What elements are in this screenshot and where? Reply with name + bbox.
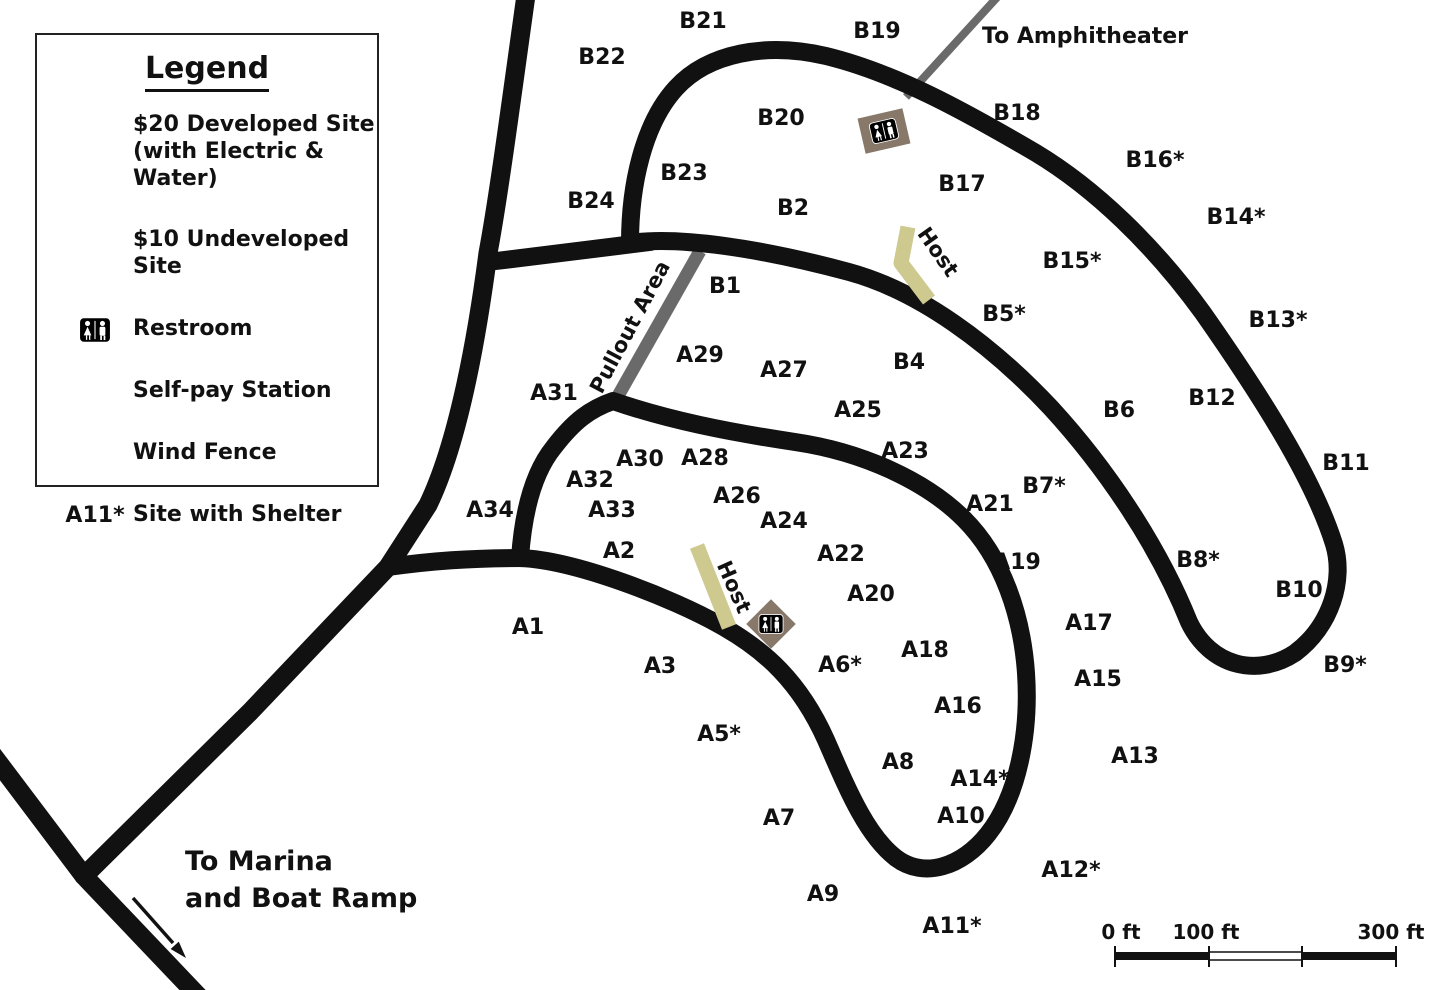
site-label-a12: A12*: [1041, 858, 1101, 883]
legend-item-label: $10 Undeveloped Site: [133, 227, 350, 280]
site-label-a25: A25: [834, 398, 882, 423]
site-label-a6: A6*: [818, 653, 862, 678]
legend-items: $20 Developed Site (with Electric & Wate…: [37, 112, 377, 528]
site-label-b21: B21: [679, 9, 727, 34]
site-label-a27: A27: [760, 358, 808, 383]
site-label-b12: B12: [1188, 386, 1236, 411]
a-loop-road: [511, 392, 1036, 878]
site-label-b10: B10: [1275, 578, 1323, 603]
site-label-b4: B4: [892, 350, 926, 375]
site-label-a34: A34: [466, 498, 514, 523]
site-label-a32: A32: [566, 468, 614, 493]
marina-arrow: [131, 896, 186, 958]
site-label-a19: A19: [993, 550, 1041, 575]
site-label-b14: B14*: [1206, 205, 1266, 230]
site-label-a15: A15: [1074, 667, 1122, 692]
marina-road: [0, 748, 206, 990]
site-label-b18: B18: [993, 101, 1041, 126]
site-label-b2: B2: [776, 196, 810, 221]
scale-label-100ft: 100 ft: [1172, 920, 1240, 944]
site-label-a5: A5*: [697, 722, 741, 747]
amphitheater-label: To Amphitheater: [982, 24, 1188, 49]
legend-item-label: Wind Fence: [133, 439, 277, 465]
site-label-a29: A29: [676, 343, 724, 368]
scale-label-300ft: 300 ft: [1357, 920, 1425, 944]
site-label-a31: A31: [530, 381, 578, 406]
site-label-a2: A2: [602, 539, 636, 564]
site-label-b13: B13*: [1248, 308, 1308, 333]
site-label-a10: A10: [937, 804, 985, 829]
site-label-a21: A21: [966, 492, 1014, 517]
b-loop-road: [621, 41, 1347, 675]
site-label-b22: B22: [578, 45, 626, 70]
legend-title: Legend: [37, 51, 377, 92]
site-label-b19: B19: [853, 19, 901, 44]
site-label-b5: B5*: [982, 302, 1026, 327]
site-label-a13: A13: [1111, 744, 1159, 769]
entrance-road: [74, 0, 535, 886]
host-site-b: [893, 225, 935, 305]
site-label-a14: A14*: [950, 767, 1010, 792]
site-label-b7: B7*: [1022, 474, 1066, 499]
legend-row: $20 Developed Site (with Electric & Wate…: [37, 112, 377, 192]
pullout-road: [608, 247, 706, 407]
amphitheater-trail: [903, 0, 1001, 100]
site-label-a33: A33: [588, 498, 636, 523]
legend-row: Wind Fence: [37, 440, 377, 467]
scale-label-0ft: 0 ft: [1101, 920, 1141, 944]
legend-item-label: $20 Developed Site (with Electric & Wate…: [133, 112, 375, 191]
legend-item-label: Self-pay Station: [133, 377, 332, 403]
site-label-a7: A7: [762, 806, 796, 831]
legend-row: A11* Site with Shelter: [37, 502, 377, 529]
site-label-a11: A11*: [922, 914, 982, 939]
scale-bar: [1114, 946, 1397, 967]
site-label-a20: A20: [847, 582, 895, 607]
site-label-b17: B17: [938, 172, 986, 197]
site-label-b6: B6: [1102, 398, 1136, 423]
legend-row: Restroom: [37, 316, 377, 343]
legend-row: Self-pay Station: [37, 378, 377, 405]
site-label-b15: B15*: [1042, 249, 1102, 274]
site-label-b1: B1: [708, 274, 742, 299]
site-label-a18: A18: [901, 638, 949, 663]
site-label-b8: B8*: [1176, 548, 1220, 573]
restroom-marker-b: [857, 108, 911, 154]
site-label-a3: A3: [643, 654, 677, 679]
site-label-a28: A28: [681, 446, 729, 471]
site-label-b9: B9*: [1323, 653, 1367, 678]
site-label-a22: A22: [817, 542, 865, 567]
site-label-b16: B16*: [1125, 148, 1185, 173]
site-label-a30: A30: [616, 447, 664, 472]
site-label-a16: A16: [934, 694, 982, 719]
site-label-a23: A23: [881, 439, 929, 464]
site-label-b20: B20: [757, 106, 805, 131]
host-site-a: [690, 543, 736, 630]
restroom-icon: [57, 317, 133, 343]
legend-box: Legend $20 Developed Site (with Electric…: [35, 33, 379, 528]
legend-item-label: Site with Shelter: [133, 501, 342, 527]
site-label-a17: A17: [1065, 611, 1113, 636]
site-label-a8: A8: [881, 750, 915, 775]
restroom-icon: [758, 614, 784, 634]
site-label-a24: A24: [760, 509, 808, 534]
marina-label: To Marina and Boat Ramp: [185, 846, 418, 914]
site-label-a1: A1: [511, 615, 545, 640]
site-label-b23: B23: [660, 161, 708, 186]
a-loop-spur: [379, 549, 534, 576]
legend-symbol: A11*: [65, 502, 125, 528]
legend-row: $10 Undeveloped Site: [37, 227, 377, 281]
legend-item-label: Restroom: [133, 316, 253, 342]
site-label-a9: A9: [806, 882, 840, 907]
site-label-b11: B11: [1322, 451, 1370, 476]
site-label-b24: B24: [567, 189, 615, 214]
site-label-a26: A26: [713, 484, 761, 509]
